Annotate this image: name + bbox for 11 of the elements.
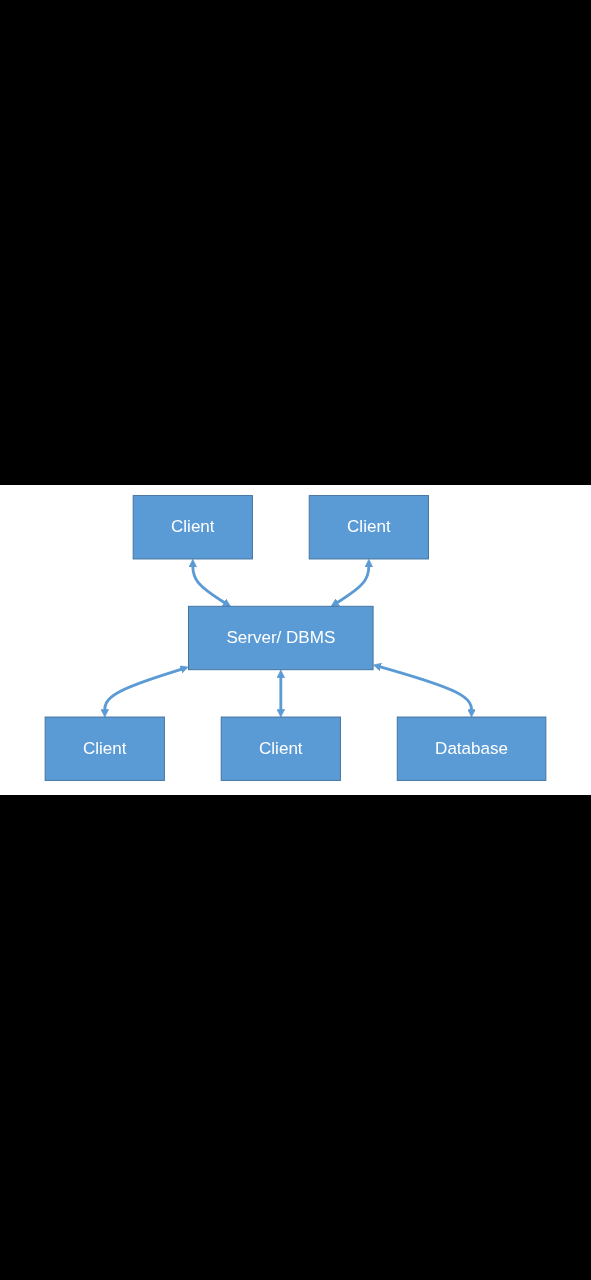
node-box: Database — [396, 716, 547, 781]
arrow — [100, 665, 189, 718]
arrow — [276, 669, 285, 718]
node-box: Server/ DBMS — [188, 605, 374, 671]
arrow — [188, 559, 231, 607]
arrow — [330, 559, 373, 607]
arrow — [373, 663, 476, 718]
node-box: Client — [220, 716, 341, 781]
node-box: Client — [44, 716, 165, 781]
node-box: Client — [132, 495, 253, 560]
node-box: Client — [308, 495, 429, 560]
